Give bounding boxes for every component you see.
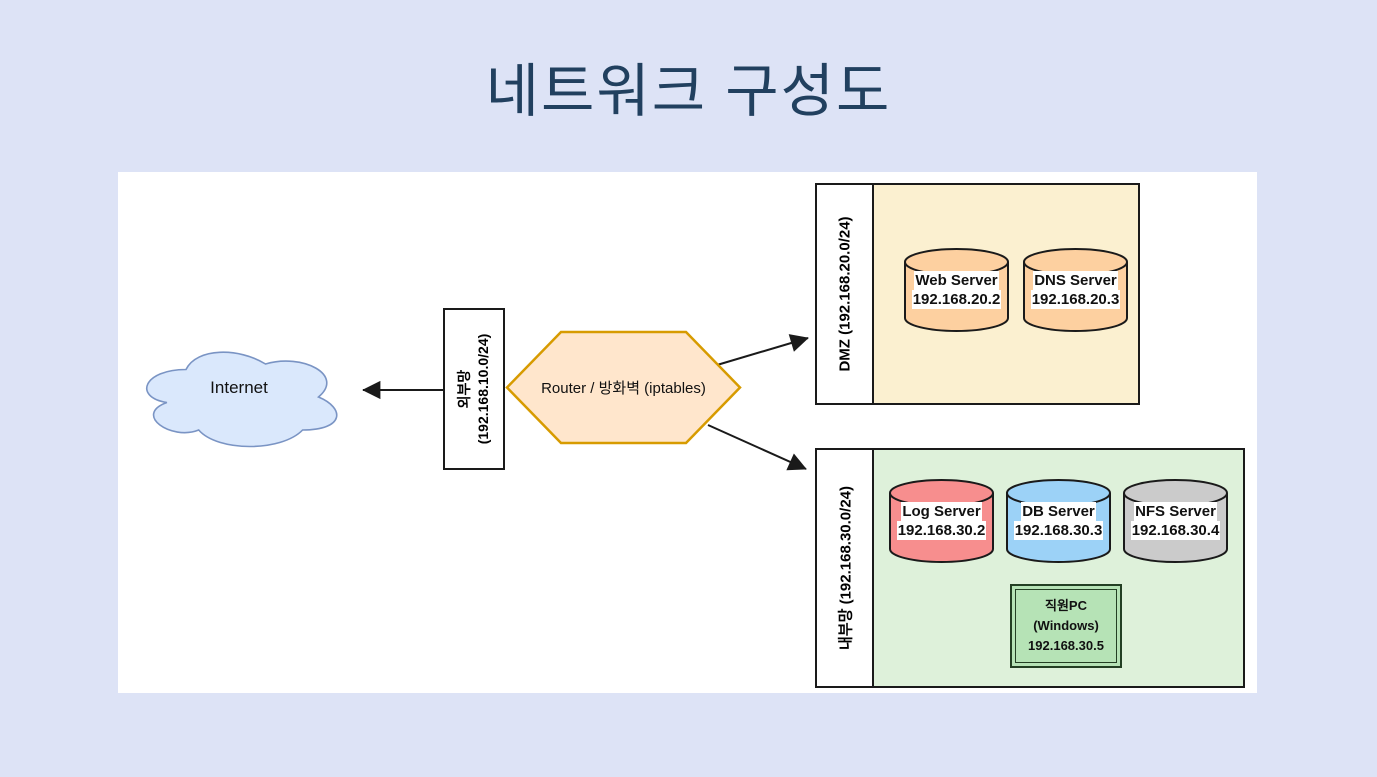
employee-pc-name: 직원PC: [1045, 598, 1087, 613]
external-network-label: 외부망 (192.168.10.0/24): [455, 334, 493, 445]
router-label: Router / 방화벽 (iptables): [541, 380, 706, 397]
web-server-name: Web Server: [914, 271, 999, 290]
external-network-box: 외부망 (192.168.10.0/24): [443, 308, 505, 470]
external-network-name: 외부망: [456, 369, 472, 409]
db-server-cylinder: DB Server 192.168.30.3: [1005, 478, 1112, 564]
router-hexagon: Router / 방화벽 (iptables): [505, 330, 742, 445]
web-server-cylinder: Web Server 192.168.20.2: [903, 247, 1010, 333]
diagram-canvas: Internet 외부망 (192.168.10.0/24) Router / …: [118, 172, 1257, 693]
employee-pc-inner: 직원PC (Windows) 192.168.30.5: [1015, 589, 1117, 663]
log-server-label: Log Server 192.168.30.2: [882, 502, 1001, 540]
dns-server-label: DNS Server 192.168.20.3: [1016, 271, 1135, 309]
web-server-ip: 192.168.20.2: [911, 290, 1002, 309]
hexagon-shape: [505, 330, 742, 445]
db-server-label: DB Server 192.168.30.3: [999, 502, 1118, 540]
cloud-shape: [146, 351, 338, 448]
external-network-subnet: (192.168.10.0/24): [475, 333, 491, 445]
internet-label: Internet: [210, 378, 268, 397]
employee-pc-os: (Windows): [1033, 618, 1099, 633]
log-server-ip: 192.168.30.2: [896, 521, 987, 540]
internal-zone-label: 내부망 (192.168.30.0/24): [837, 486, 854, 650]
dmz-zone-strip: DMZ (192.168.20.0/24): [817, 185, 872, 403]
dns-server-cylinder: DNS Server 192.168.20.3: [1022, 247, 1129, 333]
log-server-cylinder: Log Server 192.168.30.2: [888, 478, 995, 564]
dns-server-name: DNS Server: [1033, 271, 1118, 290]
db-server-ip: 192.168.30.3: [1013, 521, 1104, 540]
employee-pc-box: 직원PC (Windows) 192.168.30.5: [1010, 584, 1122, 668]
internet-cloud: Internet: [133, 342, 345, 452]
employee-pc-ip: 192.168.30.5: [1028, 638, 1104, 653]
nfs-server-cylinder: NFS Server 192.168.30.4: [1122, 478, 1229, 564]
nfs-server-label: NFS Server 192.168.30.4: [1116, 502, 1235, 540]
nfs-server-name: NFS Server: [1134, 502, 1217, 521]
dmz-zone-label: DMZ (192.168.20.0/24): [836, 216, 853, 372]
dns-server-ip: 192.168.20.3: [1030, 290, 1121, 309]
internal-zone-strip: 내부망 (192.168.30.0/24): [817, 450, 872, 686]
nfs-server-ip: 192.168.30.4: [1130, 521, 1221, 540]
db-server-name: DB Server: [1021, 502, 1096, 521]
web-server-label: Web Server 192.168.20.2: [897, 271, 1016, 309]
log-server-name: Log Server: [901, 502, 982, 521]
page-title: 네트워크 구성도: [485, 59, 892, 124]
